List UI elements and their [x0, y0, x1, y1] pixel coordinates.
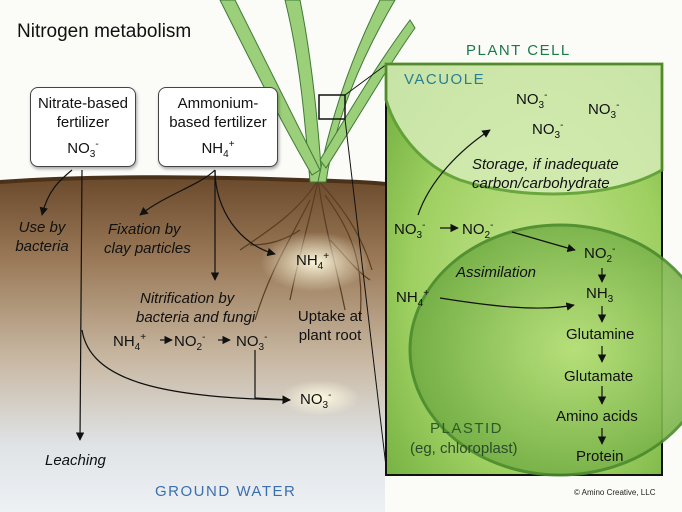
- cell-nh4: NH4+: [396, 288, 430, 309]
- nitrification-label: Nitrification by: [140, 290, 235, 307]
- ammonium-fertilizer-box: Ammonium- based fertilizer NH4+: [158, 87, 278, 167]
- plant-root-label: plant root: [298, 327, 362, 344]
- root-glow: [260, 232, 370, 292]
- cell-no3: NO3-: [394, 220, 426, 241]
- cell-no2: NO2-: [462, 220, 494, 241]
- storage-line1: Storage, if inadequate: [472, 156, 619, 173]
- zoom-box: [318, 94, 346, 120]
- nitrate-line1: Nitrate-based: [37, 95, 129, 112]
- nitrate-fertilizer-box: Nitrate-based fertilizer NO3-: [30, 87, 136, 167]
- groundwater-no3: NO3-: [300, 390, 332, 411]
- bacteria-fungi-label: bacteria and fungi: [136, 309, 256, 326]
- fixation-label: Fixation by: [108, 221, 181, 238]
- glutamate-label: Glutamate: [564, 368, 634, 385]
- nitrate-line2: fertilizer: [56, 114, 110, 131]
- plastid-header: PLASTID: [430, 420, 504, 437]
- plastid-nh3: NH3: [586, 285, 614, 305]
- ground-water-header: GROUND WATER: [155, 483, 297, 500]
- no3-glow: [280, 380, 360, 416]
- vacuole-no3-c: NO3-: [532, 120, 564, 141]
- nitrate-formula: NO3-: [67, 139, 99, 160]
- soil-no3: NO3-: [236, 332, 268, 353]
- assimilation-label: Assimilation: [456, 264, 537, 281]
- glutamine-label: Glutamine: [566, 326, 635, 343]
- root-nh4: NH4+: [296, 251, 330, 272]
- use-by-label: Use by: [18, 219, 66, 236]
- vacuole: [384, 62, 664, 196]
- plastid: [408, 223, 682, 477]
- vacuole-header: VACUOLE: [404, 71, 486, 88]
- clay-particles-label: clay particles: [104, 240, 191, 257]
- protein-label: Protein: [576, 448, 624, 465]
- soil-no2: NO2-: [174, 332, 206, 353]
- vacuole-no3-b: NO3-: [588, 100, 620, 121]
- plant-cell-header: PLANT CELL: [466, 42, 571, 59]
- storage-line2: carbon/carbohydrate: [472, 175, 610, 192]
- leaching-label: Leaching: [45, 452, 106, 469]
- uptake-label: Uptake at: [297, 308, 363, 325]
- amino-acids-label: Amino acids: [556, 408, 638, 425]
- soil-surface: [0, 175, 386, 186]
- ammonium-line1: Ammonium-: [177, 95, 259, 112]
- soil-arrows: [39, 169, 291, 441]
- ammonium-line2: based fertilizer: [169, 114, 267, 131]
- soil-nh4: NH4+: [113, 332, 147, 353]
- bacteria-label: bacteria: [15, 238, 69, 255]
- plastid-note: (eg, chloroplast): [410, 440, 518, 457]
- vacuole-no3-a: NO3-: [516, 90, 548, 111]
- copyright-text: © Amino Creative, LLC: [574, 488, 656, 497]
- ammonium-formula: NH4+: [201, 139, 235, 160]
- page-title: Nitrogen metabolism: [17, 21, 192, 42]
- cell-arrows: [417, 129, 607, 445]
- plastid-no2: NO2-: [584, 244, 616, 265]
